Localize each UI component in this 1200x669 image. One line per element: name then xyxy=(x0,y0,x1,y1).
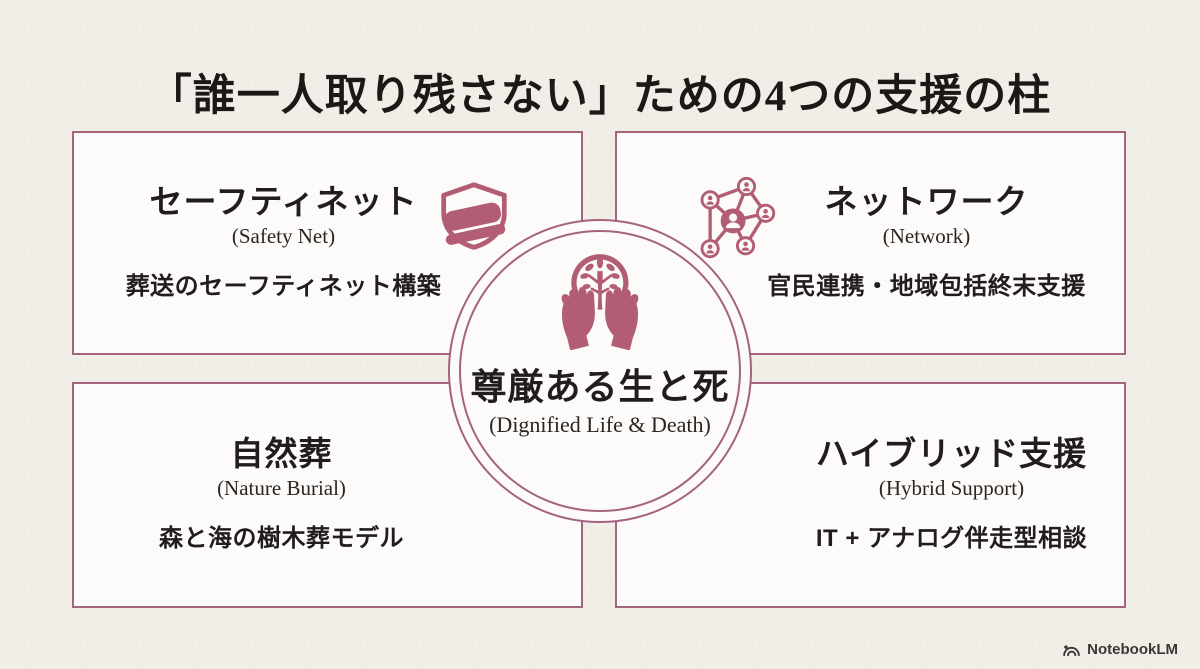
hands-holding-tree-icon xyxy=(542,250,658,351)
pillar-card-safety-net: セーフティネット (Safety Net) 葬送のセーフティネット構築 xyxy=(72,131,583,355)
pillar-subheading-safety-net: (Safety Net) xyxy=(231,224,336,249)
pillar-heading-safety-net: セーフティネット xyxy=(149,184,418,221)
page-title: 「誰一人取り残さない」ための4つの支援の柱 xyxy=(148,72,1052,120)
pillar-heading-nature-burial: 自然葬 xyxy=(230,436,333,473)
people-network-icon xyxy=(691,175,779,263)
pillar-subheading-hybrid-support: (Hybrid Support) xyxy=(878,476,1025,501)
center-subheading: (Dignified Life & Death) xyxy=(489,412,711,437)
pillar-description-network: 官民連携・地域包括終末支援 xyxy=(767,273,1086,301)
brand-label: NotebookLM xyxy=(1087,641,1178,658)
pillar-heading-hybrid-support: ハイブリッド支援 xyxy=(815,436,1088,473)
brand-footer: NotebookLM xyxy=(1062,641,1178,658)
pillar-description-nature-burial: 森と海の樹木葬モデル xyxy=(159,525,404,553)
center-heading: 尊厳ある生と死 xyxy=(470,367,730,407)
center-circle-inner: 尊厳ある生と死 (Dignified Life & Death) xyxy=(459,230,741,512)
center-circle: 尊厳ある生と死 (Dignified Life & Death) xyxy=(448,219,752,523)
pillar-subheading-network: (Network) xyxy=(882,224,971,249)
pillar-subheading-nature-burial: (Nature Burial) xyxy=(217,476,346,501)
pillar-card-hybrid-support: ハイブリッド支援 (Hybrid Support) IT + アナログ伴走型相談 xyxy=(615,382,1126,608)
shield-blanket-icon xyxy=(434,181,514,253)
pillar-description-safety-net: 葬送のセーフティネット構築 xyxy=(125,273,442,301)
pillar-description-hybrid-support: IT + アナログ伴走型相談 xyxy=(815,525,1088,553)
pillar-heading-network: ネットワーク xyxy=(824,184,1029,221)
notebooklm-logo-icon xyxy=(1062,642,1081,658)
